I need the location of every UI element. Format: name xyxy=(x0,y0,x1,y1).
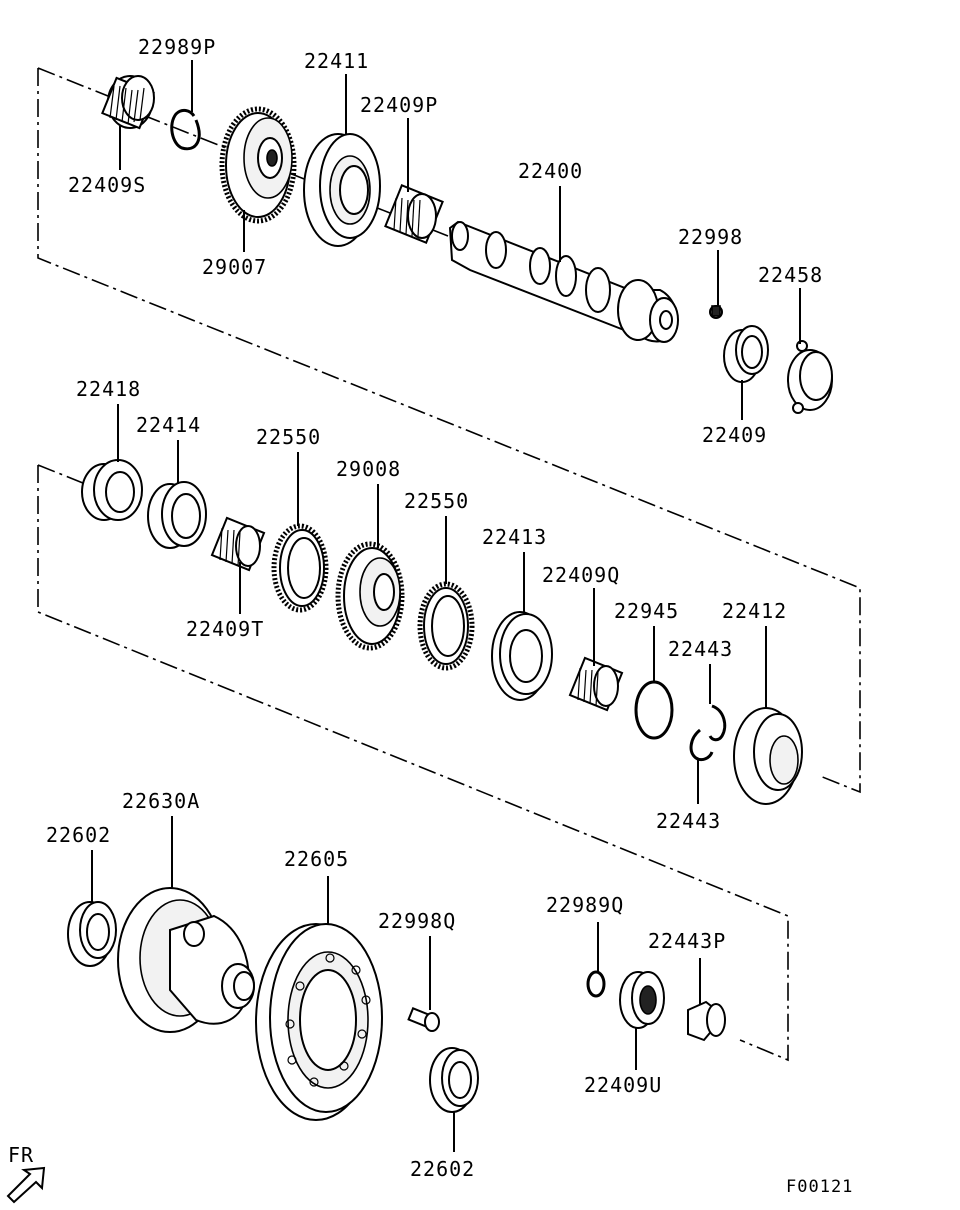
needle-bearing-22409P[interactable] xyxy=(384,184,444,244)
shaft-22400[interactable] xyxy=(448,220,679,343)
sleeve-22443P[interactable] xyxy=(687,1000,726,1042)
bolt-22998Q[interactable] xyxy=(407,1007,440,1032)
differential-case-22630A[interactable] xyxy=(117,887,255,1033)
callout-22602-left: 22602 xyxy=(46,823,111,847)
group-outline-top xyxy=(37,67,861,794)
callout-22414: 22414 xyxy=(136,413,201,437)
needle-bearing-22409S[interactable] xyxy=(101,75,155,130)
snap-ring-22443-lower[interactable] xyxy=(689,728,714,762)
callout-labels: 22989P 22411 22409P 22409S 29007 22400 2… xyxy=(46,35,823,1181)
gear-29008[interactable] xyxy=(335,541,405,651)
hub-22412[interactable] xyxy=(733,707,803,805)
front-arrow-icon xyxy=(6,1166,46,1204)
needle-bearing-22409Q[interactable] xyxy=(568,656,624,712)
callout-22605: 22605 xyxy=(284,847,349,871)
callout-22989P: 22989P xyxy=(138,35,216,59)
bearing-22411[interactable] xyxy=(303,133,381,247)
bearing-22409U[interactable] xyxy=(619,971,665,1029)
callout-22443P: 22443P xyxy=(648,929,726,953)
callout-22458: 22458 xyxy=(758,263,823,287)
shaft-axis-line-top xyxy=(119,105,449,237)
front-direction-indicator: FR xyxy=(6,1143,46,1204)
callout-22409P: 22409P xyxy=(360,93,438,117)
callout-22409U: 22409U xyxy=(584,1073,662,1097)
callout-22989Q: 22989Q xyxy=(546,893,624,917)
callout-22945: 22945 xyxy=(614,599,679,623)
front-label: FR xyxy=(8,1143,34,1167)
bearing-22413[interactable] xyxy=(491,611,553,701)
callout-29007: 29007 xyxy=(202,255,267,279)
plug-22998[interactable] xyxy=(709,305,723,319)
bearing-22414[interactable] xyxy=(147,481,207,549)
synchronizer-ring-22550-b[interactable] xyxy=(417,581,475,671)
callout-22400: 22400 xyxy=(518,159,583,183)
callout-22409Q: 22409Q xyxy=(542,563,620,587)
callout-22998Q: 22998Q xyxy=(378,909,456,933)
callout-22443-lower: 22443 xyxy=(656,809,721,833)
callout-22412: 22412 xyxy=(722,599,787,623)
oil-seal-22602-right[interactable] xyxy=(429,1047,479,1113)
bearing-22409[interactable] xyxy=(723,325,769,383)
callout-22602-right: 22602 xyxy=(410,1157,475,1181)
synchronizer-ring-22550-a[interactable] xyxy=(271,523,329,613)
ring-gear-22605[interactable] xyxy=(255,923,383,1121)
group-outline-middle xyxy=(37,464,789,1062)
callout-22409T: 22409T xyxy=(186,617,264,641)
callout-22550-a: 22550 xyxy=(256,425,321,449)
callout-22409S: 22409S xyxy=(68,173,146,197)
retainer-22458[interactable] xyxy=(787,340,833,414)
bearing-22418[interactable] xyxy=(81,459,143,521)
gear-29007[interactable] xyxy=(219,106,297,224)
callout-22411: 22411 xyxy=(304,49,369,73)
callout-22443-upper: 22443 xyxy=(668,637,733,661)
callout-22413: 22413 xyxy=(482,525,547,549)
snap-ring-22989Q[interactable] xyxy=(586,970,606,998)
snap-ring-22989P[interactable] xyxy=(170,108,201,151)
callout-22630A: 22630A xyxy=(122,789,200,813)
leader-lines xyxy=(91,60,801,1152)
oil-seal-22602-left[interactable] xyxy=(67,901,117,967)
callout-22998: 22998 xyxy=(678,225,743,249)
callout-22550-b: 22550 xyxy=(404,489,469,513)
shim-22945[interactable] xyxy=(634,680,674,740)
snap-ring-22443-upper[interactable] xyxy=(708,704,727,742)
needle-bearing-22409T[interactable] xyxy=(210,516,266,572)
callout-22418: 22418 xyxy=(76,377,141,401)
callout-29008: 29008 xyxy=(336,457,401,481)
figure-code: F00121 xyxy=(786,1177,853,1197)
callout-22409: 22409 xyxy=(702,423,767,447)
